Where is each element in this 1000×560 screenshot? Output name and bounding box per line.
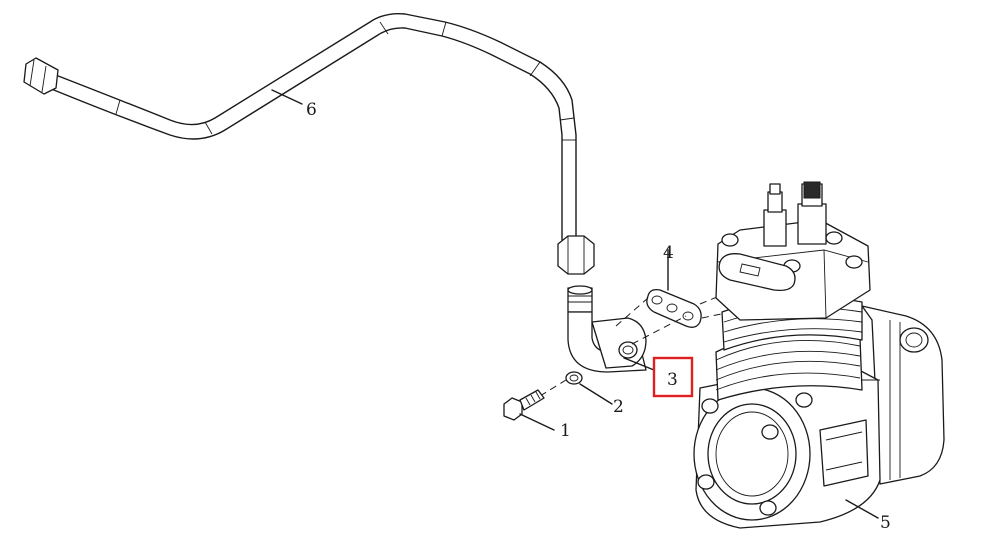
washer xyxy=(565,371,613,405)
bolt xyxy=(503,389,555,431)
alignment-line-gasket-lower xyxy=(701,309,741,319)
elbow-connector xyxy=(567,311,655,373)
callout-6: 6 xyxy=(306,100,317,120)
pipe-assembly xyxy=(23,12,595,313)
cover-bolts xyxy=(697,392,813,516)
flange-gasket xyxy=(646,249,702,328)
air-compressor xyxy=(693,181,945,529)
callout-5: 5 xyxy=(880,513,891,533)
alignment-line-lower xyxy=(631,315,687,345)
alignment-line-bolt xyxy=(539,379,567,397)
callout-3: 3 xyxy=(667,370,678,390)
callout-leader-6 xyxy=(271,89,303,105)
pipe-lower-nut xyxy=(557,235,595,275)
callout-4: 4 xyxy=(663,243,674,263)
pipe-sleeve xyxy=(567,285,593,313)
callout-2: 2 xyxy=(613,397,624,417)
highlight-box xyxy=(652,356,694,398)
pipe-left-nut xyxy=(23,57,59,95)
callout-1: 1 xyxy=(560,421,571,441)
valve-stems xyxy=(763,181,827,247)
